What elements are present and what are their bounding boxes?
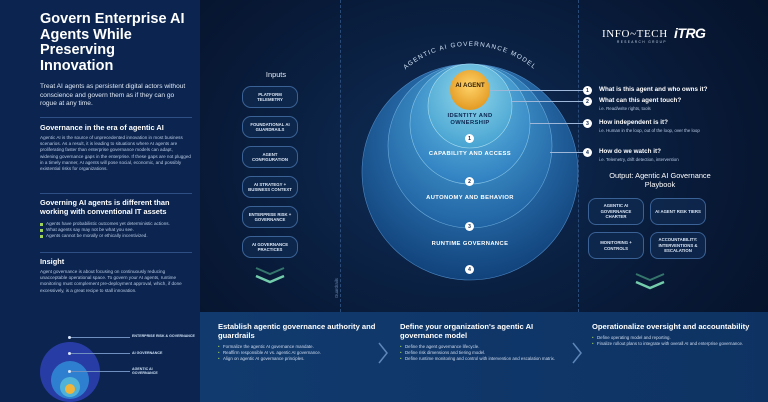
step-3: Operationalize oversight and accountabil… xyxy=(592,322,752,347)
question-title: How do we watch it? xyxy=(599,148,661,155)
input-ai-strategy: AI STRATEGY + BUSINESS CONTEXT xyxy=(242,176,298,198)
legend-dot xyxy=(68,352,71,355)
divider xyxy=(40,117,192,118)
input-platform-telemetry: PLATFORM TELEMETRY xyxy=(242,86,298,108)
divider xyxy=(40,252,192,253)
step-bullets: Formalize the agentic AI governance mand… xyxy=(218,344,378,362)
step-bullet: Define the agent governance lifecycle. xyxy=(400,344,560,350)
legend-agentic-ai-governance: AGENTIC AI GOVERNANCE xyxy=(132,367,158,376)
question-number: 3 xyxy=(583,119,592,128)
question-subtitle: i.e. Telemetry, drift detection, interve… xyxy=(599,157,679,162)
step-title: Define your organization's agentic AI go… xyxy=(400,322,534,340)
chevron-right-icon xyxy=(572,342,582,364)
infotech-logo: INFO~TECH xyxy=(602,28,668,40)
chevron-down-icon xyxy=(255,274,285,284)
legend-dot xyxy=(68,336,71,339)
layer1-number: 1 xyxy=(465,134,474,143)
layer1-label: IDENTITY AND OWNERSHIP xyxy=(447,113,493,126)
output-governance-charter: AGENTIC AI GOVERNANCE CHARTER xyxy=(588,198,644,225)
section1-body: Agentic AI is the source of unprecedente… xyxy=(40,135,191,172)
dashed-divider xyxy=(578,0,579,312)
layer3-number: 3 xyxy=(465,222,474,231)
legend-dot xyxy=(68,370,71,373)
step-bullet: Define risk dimensions and tiering model… xyxy=(400,350,560,356)
input-foundational-guardrails: FOUNDATIONAL AI GUARDRAILS xyxy=(242,116,298,138)
section2-heading: Governing AI agents is different than wo… xyxy=(40,198,170,216)
main-area: INFO~TECH RESEARCH GROUP iTRG Inputs PLA… xyxy=(200,0,768,402)
layer2-number: 2 xyxy=(465,177,474,186)
inputs-title: Inputs xyxy=(265,70,287,79)
section2-bullets: Agents have probabilistic outcomes yet d… xyxy=(40,221,192,239)
question-title: What can this agent touch? xyxy=(599,97,682,104)
dashed-divider xyxy=(340,0,341,312)
connector-line xyxy=(530,123,583,124)
question-title: How independent is it? xyxy=(599,119,668,126)
chevron-right-icon xyxy=(378,342,388,364)
step-bullet: Define operating model and reporting. xyxy=(592,335,752,341)
section3-body: Agent governance is about focusing on co… xyxy=(40,269,182,293)
connector-line xyxy=(550,152,583,153)
chevron-down-icon xyxy=(255,267,285,276)
steps-band: Establish agentic governance authority a… xyxy=(200,312,768,402)
legend-line xyxy=(70,337,130,338)
core-label: AI AGENT xyxy=(455,82,485,89)
governance-scope-diagram xyxy=(40,342,100,402)
legend-line xyxy=(70,371,130,372)
page-title: Govern Enterprise AI Agents While Preser… xyxy=(40,11,185,74)
chevron-down-icon xyxy=(635,273,665,282)
bullet-item: Agents cannot be morally or ethically in… xyxy=(40,233,192,239)
bullet-item: What agents say may not be what you see. xyxy=(40,227,192,233)
layer2-label: CAPABILITY AND ACCESS xyxy=(428,151,512,157)
question-subtitle: i.e. Human in the loop, out of the loop,… xyxy=(599,128,700,133)
input-agent-configuration: AGENT CONFIGURATION xyxy=(242,146,298,168)
legend-line xyxy=(70,353,130,354)
step-title: Establish agentic governance authority a… xyxy=(218,322,376,340)
step-bullet: Define runtime monitoring and control wi… xyxy=(400,356,560,362)
question-title: What is this agent and who owns it? xyxy=(599,86,708,93)
step-1: Establish agentic governance authority a… xyxy=(218,322,378,362)
section3-heading: Insight xyxy=(40,257,65,266)
guardrails-rail-label: Guardrails xyxy=(334,278,339,298)
step-2: Define your organization's agentic AI go… xyxy=(400,322,560,362)
question-number: 2 xyxy=(583,97,592,106)
output-accountability: ACCOUNTABILITY: INTERVENTIONS & ESCALATI… xyxy=(650,232,706,259)
step-title: Operationalize oversight and accountabil… xyxy=(592,322,750,331)
bullet-item: Agents have probabilistic outcomes yet d… xyxy=(40,221,192,227)
input-enterprise-risk: ENTERPRISE RISK + GOVERNANCE xyxy=(242,206,298,228)
layer3-label: AUTONOMY AND BEHAVIOR xyxy=(426,195,514,201)
step-bullets: Define the agent governance lifecycle. D… xyxy=(400,344,560,362)
output-risk-tiers: AI AGENT RISK TIERS xyxy=(650,198,706,225)
section1-heading: Governance in the era of agentic AI xyxy=(40,123,164,132)
input-ai-governance-practices: AI GOVERNANCE PRACTICES xyxy=(242,236,298,258)
divider xyxy=(40,193,192,194)
step-bullet: Finalize rollout plans to integrate with… xyxy=(592,341,752,347)
connector-line xyxy=(490,90,583,91)
step-bullet: Align on agentic AI governance principle… xyxy=(218,356,378,362)
layer4-label: RUNTIME GOVERNANCE xyxy=(431,241,509,247)
question-subtitle: i.e. Read/write rights, tools xyxy=(599,106,651,111)
output-title: Output: Agentic AI Governance Playbook xyxy=(609,171,711,189)
step-bullets: Define operating model and reporting. Fi… xyxy=(592,335,752,347)
step-bullet: Formalize the agentic AI governance mand… xyxy=(218,344,378,350)
left-panel: Govern Enterprise AI Agents While Preser… xyxy=(0,0,200,402)
step-bullet: Reaffirm responsible AI vs. agentic AI g… xyxy=(218,350,378,356)
legend-ai-governance: AI GOVERNANCE xyxy=(132,351,163,355)
governance-model-diagram: AGENTIC AI GOVERNANCE MODEL xyxy=(361,41,579,281)
question-number: 1 xyxy=(583,86,592,95)
question-number: 4 xyxy=(583,148,592,157)
layer4-number: 4 xyxy=(465,265,474,274)
connector-line xyxy=(512,101,583,102)
output-monitoring-controls: MONITORING + CONTROLS xyxy=(588,232,644,259)
legend-enterprise-risk: ENTERPRISE RISK & GOVERNANCE xyxy=(132,334,195,338)
chevron-down-icon xyxy=(635,280,665,290)
infotech-logo-subtitle: RESEARCH GROUP xyxy=(617,40,667,44)
ai-agent-core xyxy=(450,70,490,110)
lede-text: Treat AI agents as persistent digital ac… xyxy=(40,83,186,107)
itrg-logo: iTRG xyxy=(674,25,706,41)
